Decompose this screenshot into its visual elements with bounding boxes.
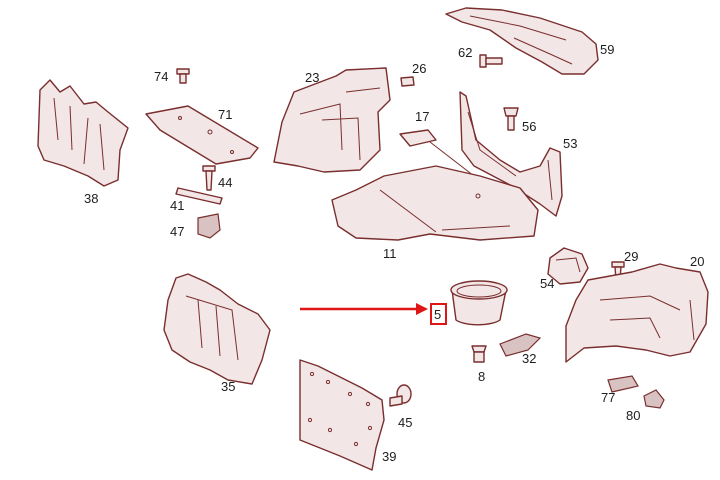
callout-26: 26 [412, 61, 426, 76]
callout-20: 20 [690, 254, 704, 269]
highlight-box [430, 303, 447, 325]
callout-29: 29 [624, 249, 638, 264]
part-11-floor-mat [331, 165, 539, 241]
part-32-clip [499, 333, 542, 357]
callout-47: 47 [170, 224, 184, 239]
callout-71: 71 [218, 107, 232, 122]
part-74-screw [176, 68, 190, 84]
callout-39: 39 [382, 449, 396, 464]
part-41-bracket [175, 187, 223, 205]
callout-11: 11 [383, 246, 397, 261]
callout-32: 32 [522, 351, 536, 366]
part-54-cover [547, 247, 589, 285]
part-56-clip [503, 107, 519, 131]
callout-17: 17 [415, 109, 429, 124]
part-23-trunk-side-trim [273, 67, 391, 173]
callout-53: 53 [563, 136, 577, 151]
callout-54: 54 [540, 276, 554, 291]
part-5-cup [450, 280, 508, 326]
part-8-plug [471, 345, 487, 363]
part-71-cover-plate [145, 105, 259, 165]
callout-41: 41 [170, 198, 184, 213]
part-47-clip [197, 213, 221, 239]
callout-8: 8 [478, 369, 485, 384]
callout-35: 35 [221, 379, 235, 394]
callout-74: 74 [154, 69, 168, 84]
part-59-rear-panel [445, 7, 599, 75]
callout-38: 38 [84, 191, 98, 206]
callout-62: 62 [458, 45, 472, 60]
callout-44: 44 [218, 175, 232, 190]
part-53-frame-trim [459, 91, 563, 217]
callout-59: 59 [600, 42, 614, 57]
part-38-side-panel [37, 79, 129, 187]
highlight-arrow [300, 303, 428, 315]
part-62-bolt [479, 54, 503, 68]
part-44-screw [202, 165, 216, 191]
part-26-cap [400, 76, 415, 87]
part-35-lower-panel [163, 273, 271, 385]
callout-77: 77 [601, 390, 615, 405]
part-20-right-side-trim [565, 263, 709, 363]
callout-80: 80 [626, 408, 640, 423]
callout-23: 23 [305, 70, 319, 85]
callout-56: 56 [522, 119, 536, 134]
part-80-wedge [643, 389, 665, 409]
part-45-push-pin [389, 384, 412, 407]
part-39-access-panel [299, 359, 385, 471]
part-77-block [607, 375, 639, 393]
callout-5: 5 [434, 307, 441, 322]
callout-45: 45 [398, 415, 412, 430]
